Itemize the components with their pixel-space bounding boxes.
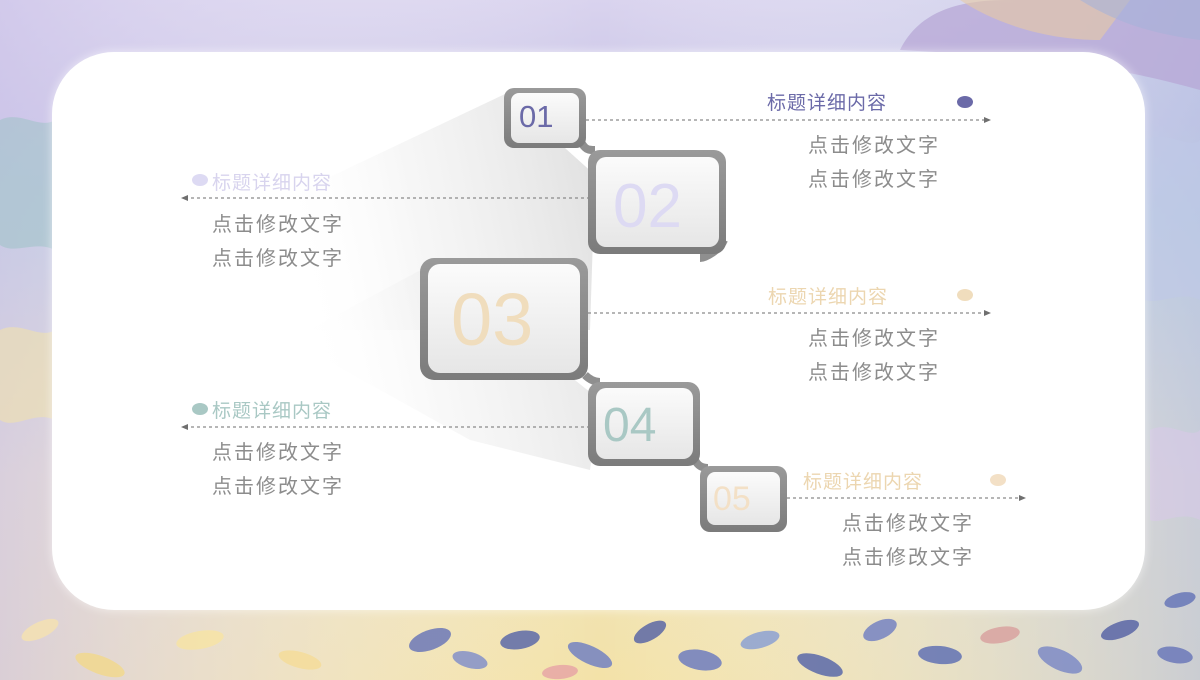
step-title-04: 标题详细内容 xyxy=(212,400,333,422)
step-body-03-line2: 点击修改文字 xyxy=(808,360,940,384)
step-body-01: 点击修改文字 点击修改文字 xyxy=(808,128,940,196)
arrowhead-05 xyxy=(1019,495,1026,501)
step-body-04-line2: 点击修改文字 xyxy=(212,474,344,498)
step-number-03: 03 xyxy=(451,278,534,361)
step-body-05: 点击修改文字 点击修改文字 xyxy=(842,506,974,574)
dot-01 xyxy=(957,96,973,108)
dot-04 xyxy=(192,403,208,415)
step-body-04: 点击修改文字 点击修改文字 xyxy=(212,435,344,503)
tile-05-face xyxy=(707,472,780,525)
step-body-01-line1: 点击修改文字 xyxy=(808,133,940,157)
step-body-03: 点击修改文字 点击修改文字 xyxy=(808,321,940,389)
step-title-05: 标题详细内容 xyxy=(803,471,924,493)
step-body-05-line2: 点击修改文字 xyxy=(842,545,974,569)
arrowhead-02 xyxy=(181,195,188,201)
step-body-02-line1: 点击修改文字 xyxy=(212,212,344,236)
tile-02-face xyxy=(596,157,719,247)
step-title-02: 标题详细内容 xyxy=(212,172,333,194)
step-body-01-line2: 点击修改文字 xyxy=(808,167,940,191)
step-body-05-line1: 点击修改文字 xyxy=(842,511,974,535)
arrowhead-03 xyxy=(984,310,991,316)
tile-01-face xyxy=(511,93,579,143)
step-title-01: 标题详细内容 xyxy=(767,92,888,114)
arrowhead-01 xyxy=(984,117,991,123)
step-body-04-line1: 点击修改文字 xyxy=(212,440,344,464)
step-body-02: 点击修改文字 点击修改文字 xyxy=(212,207,344,275)
step-number-01: 01 xyxy=(519,99,554,134)
step-number-04: 04 xyxy=(603,399,657,452)
step-number-02: 02 xyxy=(613,172,682,241)
dot-05 xyxy=(990,474,1006,486)
step-title-03: 标题详细内容 xyxy=(768,286,889,308)
step-body-03-line1: 点击修改文字 xyxy=(808,326,940,350)
tile-04-face xyxy=(596,388,693,459)
arrowhead-04 xyxy=(181,424,188,430)
step-body-02-line2: 点击修改文字 xyxy=(212,246,344,270)
step-number-05: 05 xyxy=(713,480,751,518)
content-card xyxy=(52,52,1145,610)
dot-03 xyxy=(957,289,973,301)
dot-02 xyxy=(192,174,208,186)
tile-03-face xyxy=(428,264,580,373)
